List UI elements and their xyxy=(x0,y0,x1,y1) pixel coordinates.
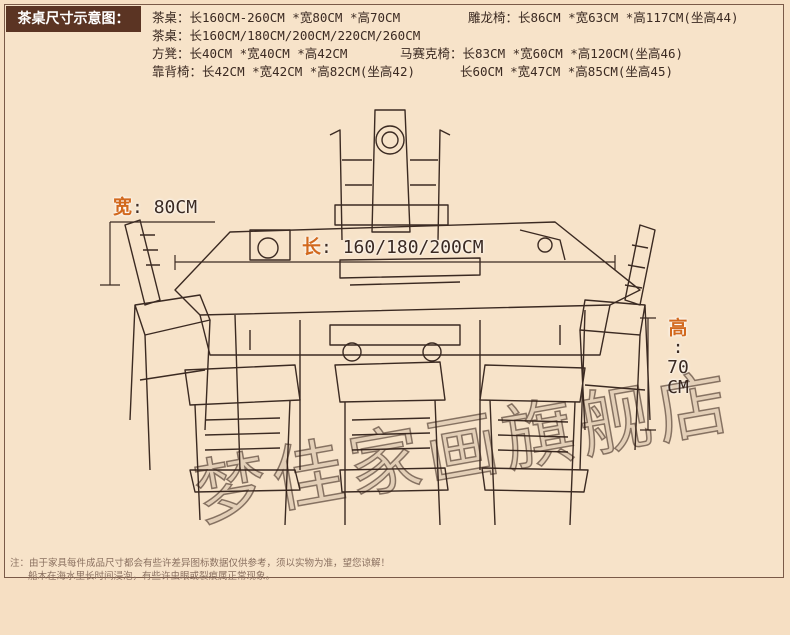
length-dimension-label: 长: 160/180/200CM xyxy=(302,232,484,259)
height-number: 70 xyxy=(667,357,689,378)
diagram-title: 茶桌尺寸示意图： xyxy=(6,6,141,32)
content-frame xyxy=(4,4,784,578)
width-dimension-label: 宽: 80CM xyxy=(113,192,197,219)
length-value: : 160/180/200CM xyxy=(321,237,484,258)
height-separator: : xyxy=(672,337,684,358)
spec-backrest-chair-large: 长60CM *宽47CM *高85CM(坐高45) xyxy=(460,64,674,79)
height-dimension-line xyxy=(640,317,656,431)
front-chair-right xyxy=(479,364,589,526)
spec-mosaic-chair: 马赛克椅：长83CM *宽60CM *高120CM(坐高46) xyxy=(400,46,684,61)
length-key: 长 xyxy=(302,236,322,258)
spec-dragon-chair: 雕龙椅：长86CM *宽63CM *高117CM(坐高44) xyxy=(468,10,739,25)
length-dimension-line xyxy=(174,255,616,270)
height-key: 高 xyxy=(668,317,688,339)
width-key: 宽 xyxy=(113,196,133,218)
note-line-1: 注：由于家具每件成品尺寸都会有些许差异图标数据仅供参考，须以实物为准，望您谅解！ xyxy=(10,558,391,569)
spec-tea-table-size: 茶桌：长160CM-260CM *宽80CM *高70CM xyxy=(152,10,401,25)
spec-square-stool: 方凳：长40CM *宽40CM *高42CM xyxy=(152,46,348,61)
tea-table xyxy=(174,221,641,471)
left-side-chair xyxy=(124,219,211,471)
dragon-chair-back xyxy=(329,109,451,241)
height-unit: CM xyxy=(667,377,689,398)
width-dimension-side xyxy=(100,222,120,286)
note-line-2: 船木在海水里长时间浸泡，有些许虫眼或裂痕属正常现象。 xyxy=(28,571,276,582)
front-chair-left xyxy=(184,364,301,526)
spec-backrest-chair: 靠背椅：长42CM *宽42CM *高82CM(坐高42) xyxy=(152,64,416,79)
spec-tea-table-lengths: 茶桌：长160CM/180CM/200CM/220CM/260CM xyxy=(152,28,421,43)
front-chair-middle xyxy=(334,361,449,526)
right-side-chair xyxy=(579,224,656,451)
width-value: : 80CM xyxy=(132,197,198,218)
height-dimension-label: 高 : 70 CM xyxy=(662,318,694,398)
